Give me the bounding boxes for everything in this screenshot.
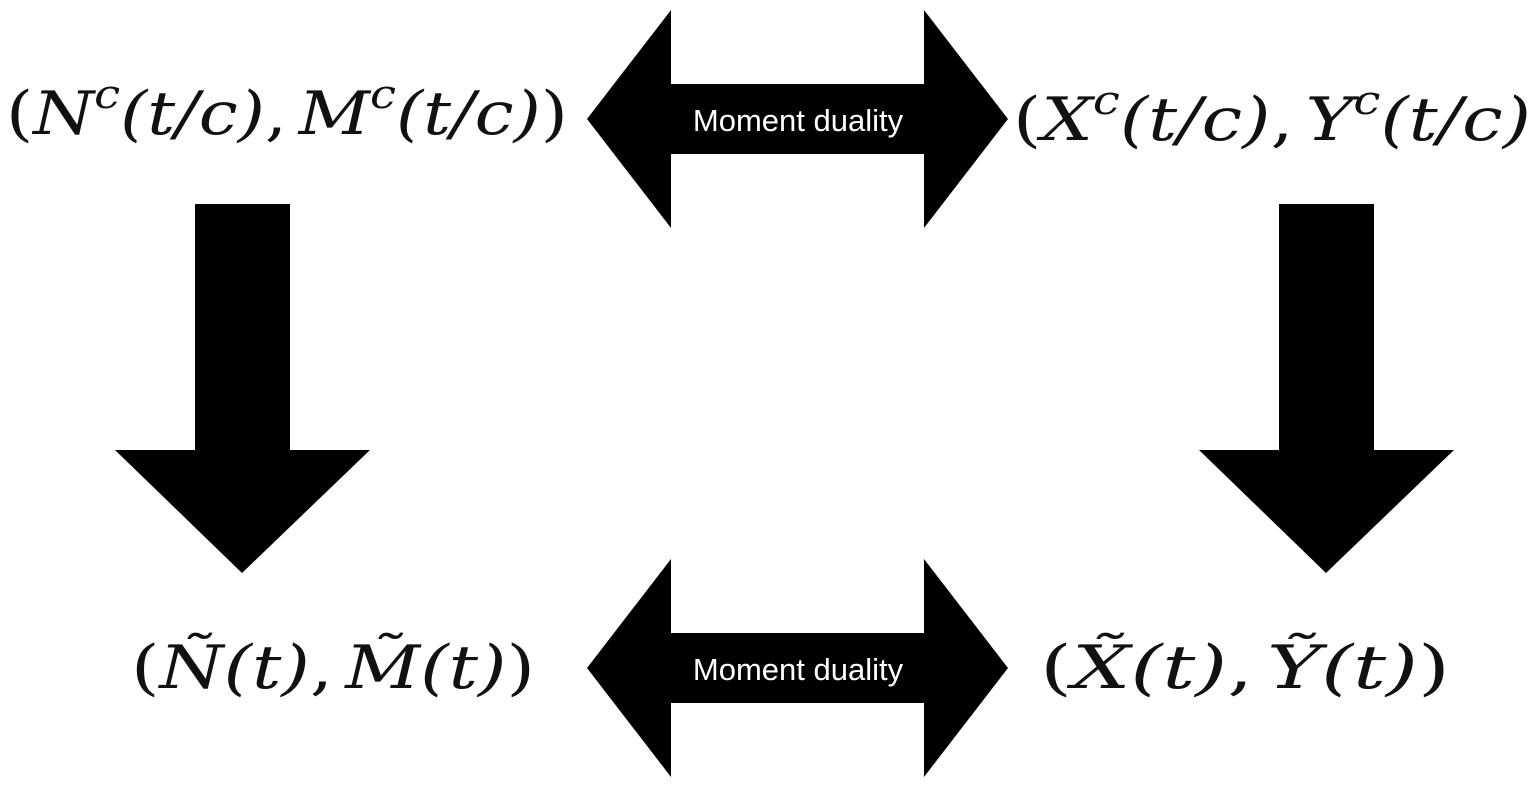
formula-open-paren: ( xyxy=(6,79,33,149)
formula-m-argument: (t/c) xyxy=(396,79,541,149)
formula-x-symbol: X xyxy=(1036,85,1095,155)
right-down-arrow-icon xyxy=(1199,204,1454,573)
top-duality-arrow: Moment duality xyxy=(587,10,1008,228)
top-double-arrow-icon xyxy=(587,10,1008,228)
formula-y-superscript: c xyxy=(1353,78,1380,124)
formula-x-argument: (t) xyxy=(1130,633,1227,703)
formula-open-paren: ( xyxy=(1040,633,1072,703)
formula-close-paren: ) xyxy=(1418,633,1450,703)
formula-n-argument: (t) xyxy=(223,633,309,703)
formula-bottom-left: (Ñ(t),M̃(t)) xyxy=(131,632,535,703)
formula-comma: , xyxy=(1227,633,1253,703)
formula-m-symbol: M xyxy=(298,79,372,149)
formula-m-argument: (t) xyxy=(420,633,506,703)
formula-comma: , xyxy=(265,79,287,149)
formula-m-tilde-symbol: M̃ xyxy=(344,632,422,703)
formula-y-argument: (t/c) xyxy=(1380,85,1531,155)
formula-x-superscript: c xyxy=(1093,78,1120,124)
formula-x-argument: (t/c) xyxy=(1120,85,1271,155)
formula-open-paren: ( xyxy=(131,633,160,703)
formula-y-symbol: Y xyxy=(1306,85,1360,155)
bottom-duality-arrow: Moment duality xyxy=(587,559,1008,777)
formula-n-symbol: N xyxy=(31,79,97,149)
formula-comma: , xyxy=(1270,85,1293,155)
formula-x-tilde-symbol: X̃ xyxy=(1067,632,1134,703)
top-arrow-label: Moment duality xyxy=(693,103,904,138)
formula-n-superscript: c xyxy=(94,72,120,118)
formula-n-tilde-symbol: Ñ xyxy=(157,632,226,703)
formula-y-argument: (t) xyxy=(1321,633,1418,703)
bottom-arrow-label: Moment duality xyxy=(693,652,904,687)
formula-open-paren: ( xyxy=(1013,85,1041,155)
left-down-arrow-icon xyxy=(115,204,370,573)
formula-bottom-right: (X̃(t),Ỹ(t)) xyxy=(1040,632,1450,703)
formula-m-superscript: c xyxy=(370,72,396,118)
formula-n-argument: (t/c) xyxy=(120,79,265,149)
formula-close-paren: ) xyxy=(506,633,535,703)
bottom-double-arrow-icon xyxy=(587,559,1008,777)
formula-comma: , xyxy=(310,633,333,703)
formula-y-tilde-symbol: Ỹ xyxy=(1267,632,1328,703)
formula-close-paren: ) xyxy=(541,79,568,149)
